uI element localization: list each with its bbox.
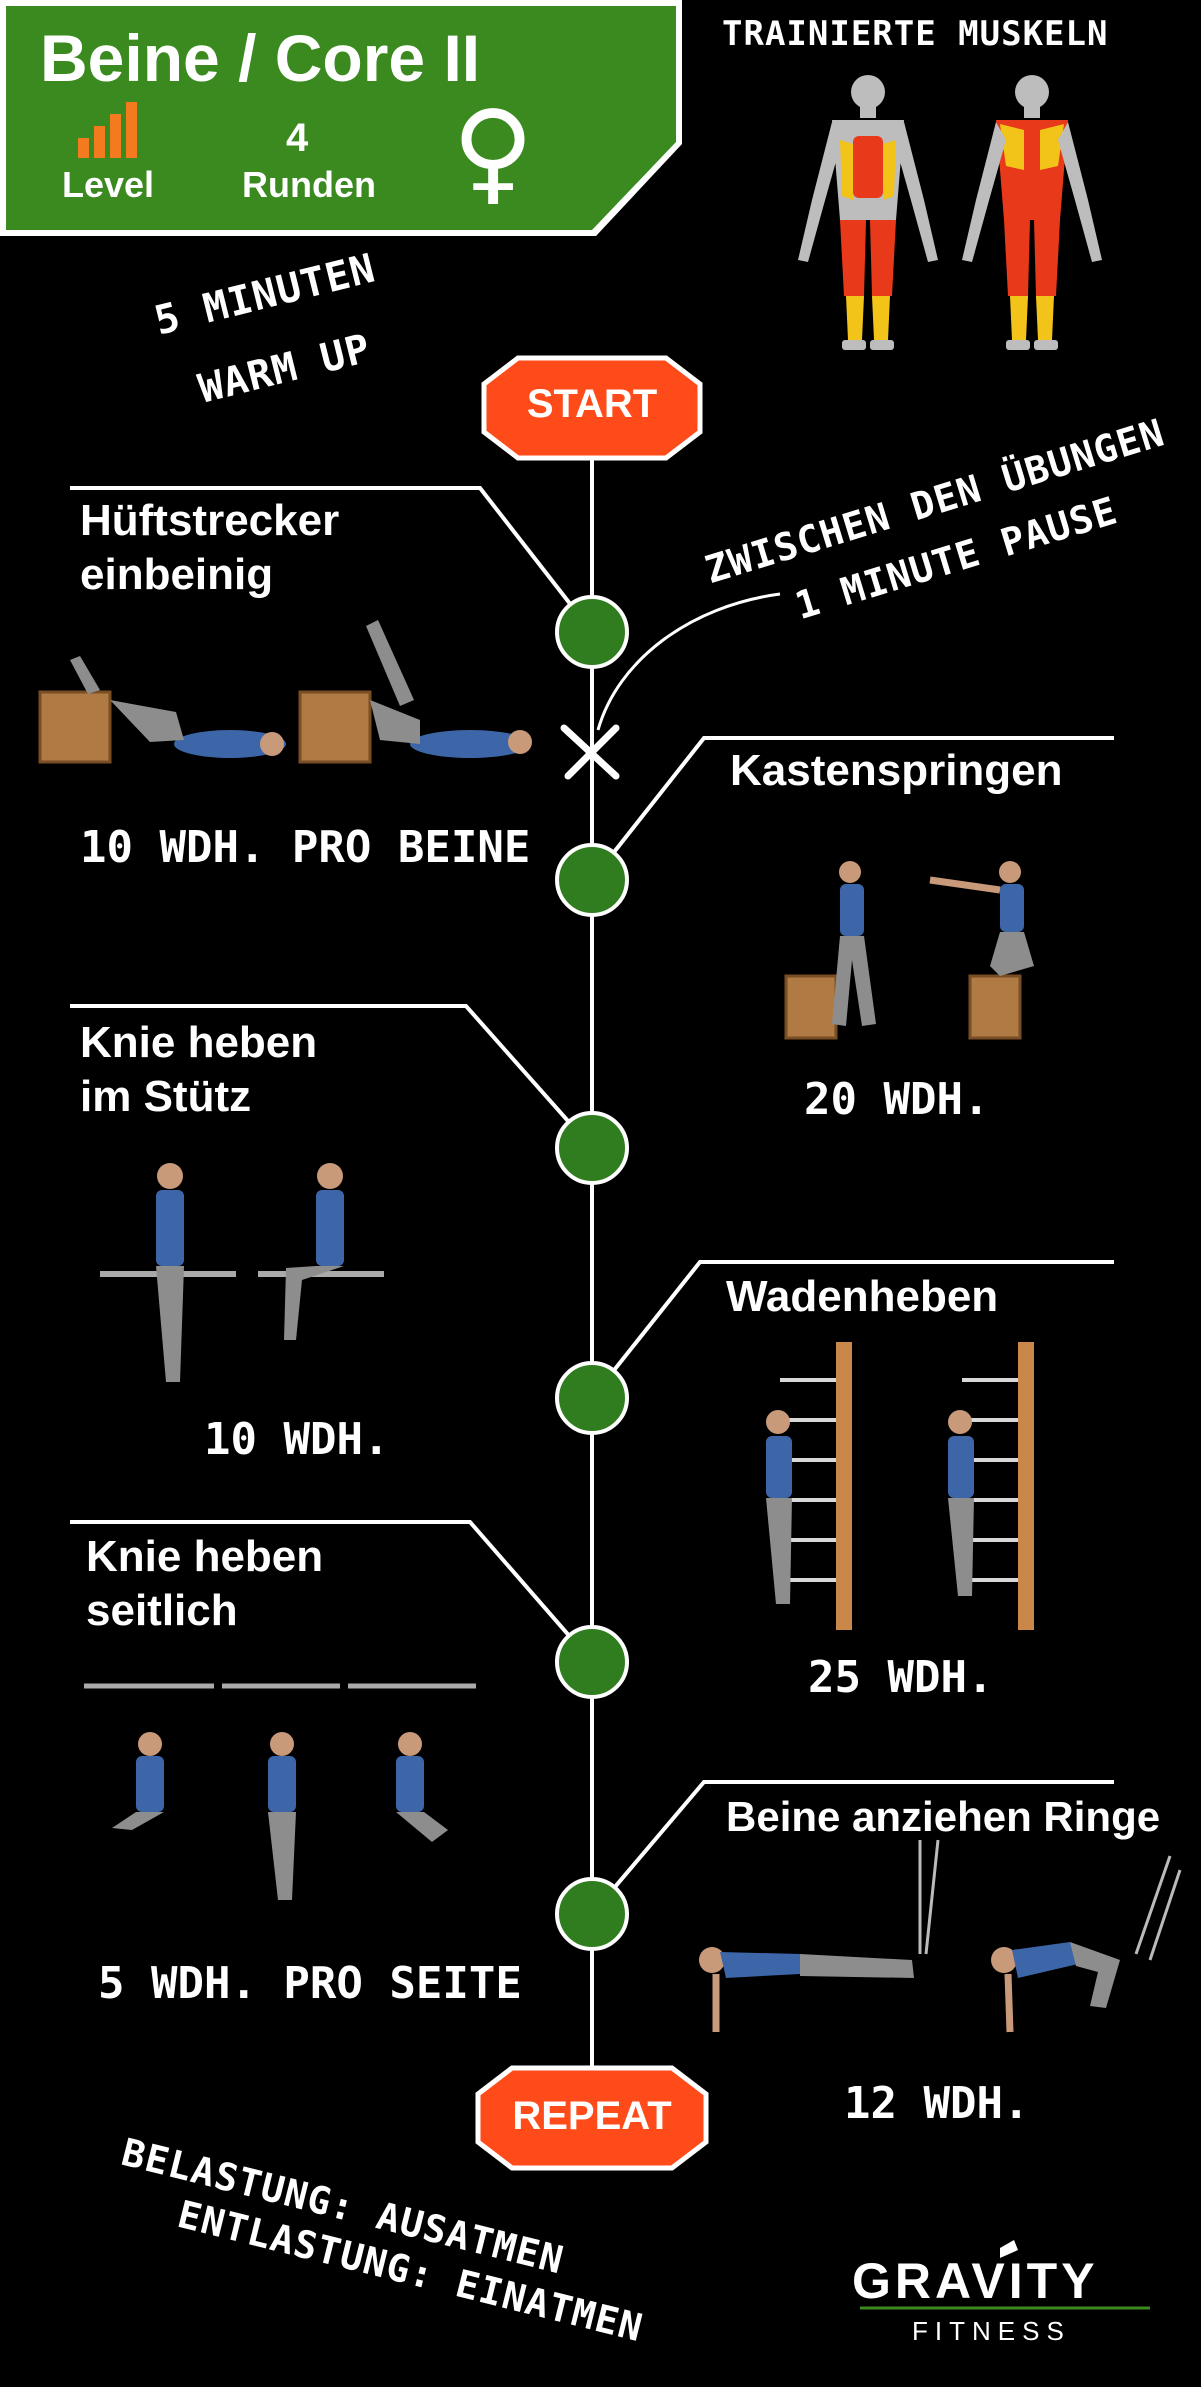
rounds-value: 4: [286, 116, 309, 160]
front-body-figure: [798, 75, 938, 350]
back-body-figure: [962, 75, 1102, 350]
exercise-1-title-line2: einbeinig: [80, 550, 274, 599]
exercise-6-title-line1: Beine anziehen Ringe: [726, 1793, 1161, 1840]
exercise-2-illustration: [784, 861, 1034, 1040]
connector-1: [70, 486, 594, 634]
start-label: START: [526, 382, 658, 426]
exercise-1-reps: 10 WDH. PRO BEINE: [80, 822, 531, 873]
exercise-3-illustration: [100, 1163, 384, 1382]
exercise-6-reps: 12 WDH.: [844, 2078, 1030, 2129]
exercise-1-title-line1: Hüftstrecker: [80, 496, 340, 545]
timeline-node-3: [555, 1111, 629, 1185]
female-symbol-icon: ♀: [452, 87, 535, 217]
exercise-5-reps: 5 WDH. PRO SEITE: [98, 1958, 522, 2009]
workout-title: Beine / Core II: [40, 21, 481, 95]
pause-cross-icon: [560, 724, 620, 780]
header-background: [6, 6, 676, 230]
exercise-4-illustration: [766, 1342, 1034, 1630]
connector-3: [70, 1004, 594, 1150]
exercise-5-title: Knie heben seitlich: [86, 1530, 323, 1638]
signal-bars-icon: [78, 102, 137, 158]
brand-tagline: FITNESS: [912, 2316, 1071, 2346]
muscle-diagram-icon: [798, 75, 1102, 350]
start-sign: [481, 355, 703, 461]
exercise-4-title-line1: Wadenheben: [726, 1272, 999, 1321]
exercise-2-title-line1: Kastenspringen: [730, 746, 1063, 795]
timeline-node-5: [555, 1625, 629, 1699]
muscles-title: TRAINIERTE MUSKELN: [722, 14, 1109, 54]
header-panel: [0, 0, 682, 236]
exercise-6-illustration: [699, 1839, 1182, 2033]
brand-name: GRAVITY: [852, 2252, 1099, 2310]
timeline-node-1: [555, 595, 629, 669]
timeline-node-4: [555, 1361, 629, 1435]
brand-name-part1: GRA: [852, 2253, 972, 2309]
exercise-5-illustration: [84, 1683, 476, 1900]
exercise-2-title: Kastenspringen: [730, 744, 1063, 798]
dog-icon: [1000, 2240, 1018, 2258]
connector-6: [590, 1780, 1114, 1916]
gravity-logo: [860, 2240, 1150, 2310]
exercise-6-title: Beine anziehen Ringe: [726, 1790, 1160, 1844]
exercise-4-reps: 25 WDH.: [808, 1652, 994, 1703]
brand-name-part2: ITY: [1008, 2253, 1099, 2309]
timeline-node-2: [555, 843, 629, 917]
repeat-sign: [475, 2065, 709, 2171]
pause-arrow: [596, 592, 781, 731]
rounds-label: Runden: [242, 164, 376, 205]
connector-2: [590, 736, 1114, 882]
exercise-1-illustration: [38, 620, 532, 764]
connector-4: [590, 1260, 1114, 1400]
exercise-5-title-line1: Knie heben: [86, 1532, 324, 1581]
brand-name-v: V: [971, 2253, 1009, 2309]
timeline-node-6: [555, 1877, 629, 1951]
exercise-4-title: Wadenheben: [726, 1270, 998, 1324]
exercise-2-reps: 20 WDH.: [804, 1074, 990, 1125]
exercise-3-title-line1: Knie heben: [80, 1018, 318, 1067]
connector-5: [70, 1520, 594, 1664]
exercise-1-title: Hüftstrecker einbeinig: [80, 494, 339, 602]
exercise-3-reps: 10 WDH.: [204, 1414, 390, 1465]
exercise-3-title-line2: im Stütz: [80, 1072, 252, 1121]
repeat-label: REPEAT: [512, 2094, 672, 2138]
exercise-3-title: Knie heben im Stütz: [80, 1016, 317, 1124]
level-label: Level: [62, 164, 155, 205]
exercise-5-title-line2: seitlich: [86, 1586, 238, 1635]
